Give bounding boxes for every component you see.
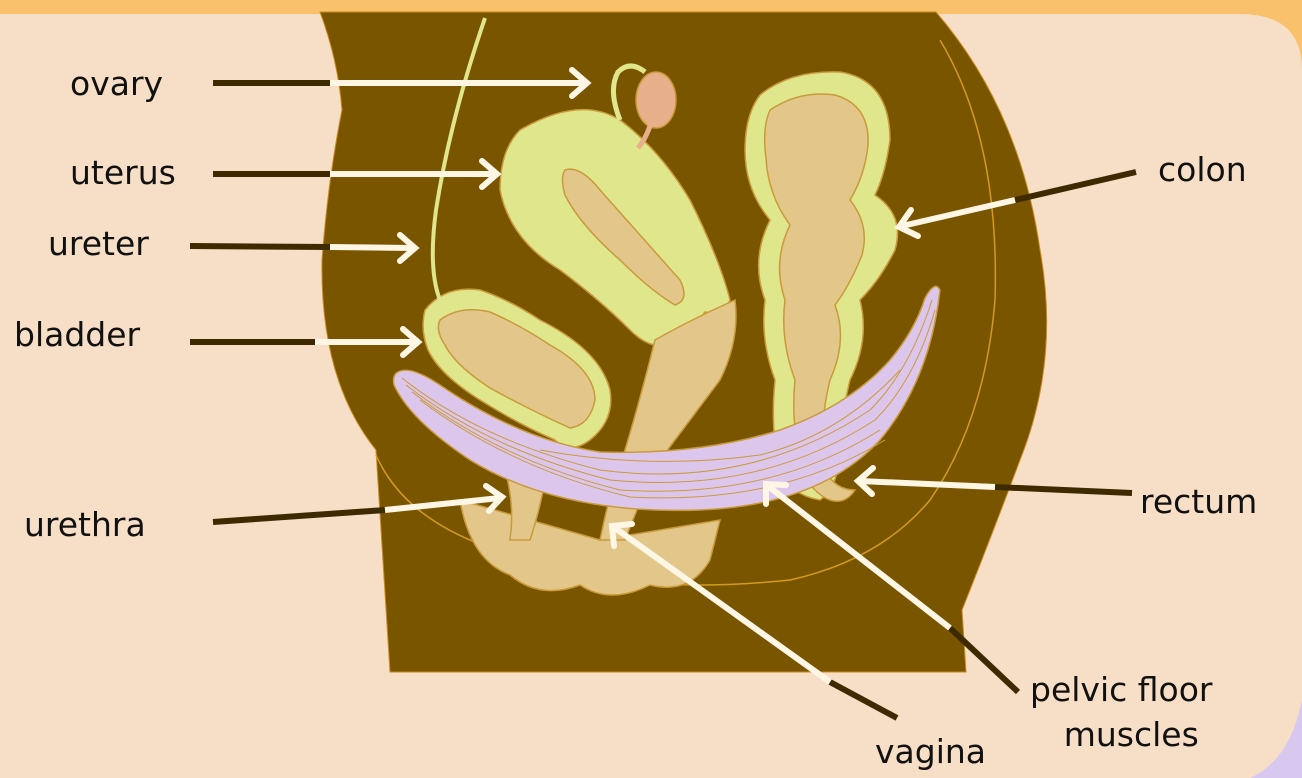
label-vagina: vagina — [875, 735, 986, 768]
label-colon: colon — [1158, 153, 1247, 186]
label-pelvic-floor-line2: muscles — [1030, 718, 1212, 751]
label-uterus: uterus — [70, 156, 176, 189]
label-urethra: urethra — [24, 508, 146, 541]
label-rectum: rectum — [1140, 485, 1257, 518]
label-ovary: ovary — [70, 67, 163, 100]
label-ureter: ureter — [48, 227, 149, 260]
label-pelvic-floor-line1: pelvic floor — [1030, 673, 1212, 706]
ovary-organ — [636, 72, 676, 128]
label-pelvic-floor: pelvic floor muscles — [1030, 673, 1212, 751]
label-bladder: bladder — [14, 318, 140, 351]
